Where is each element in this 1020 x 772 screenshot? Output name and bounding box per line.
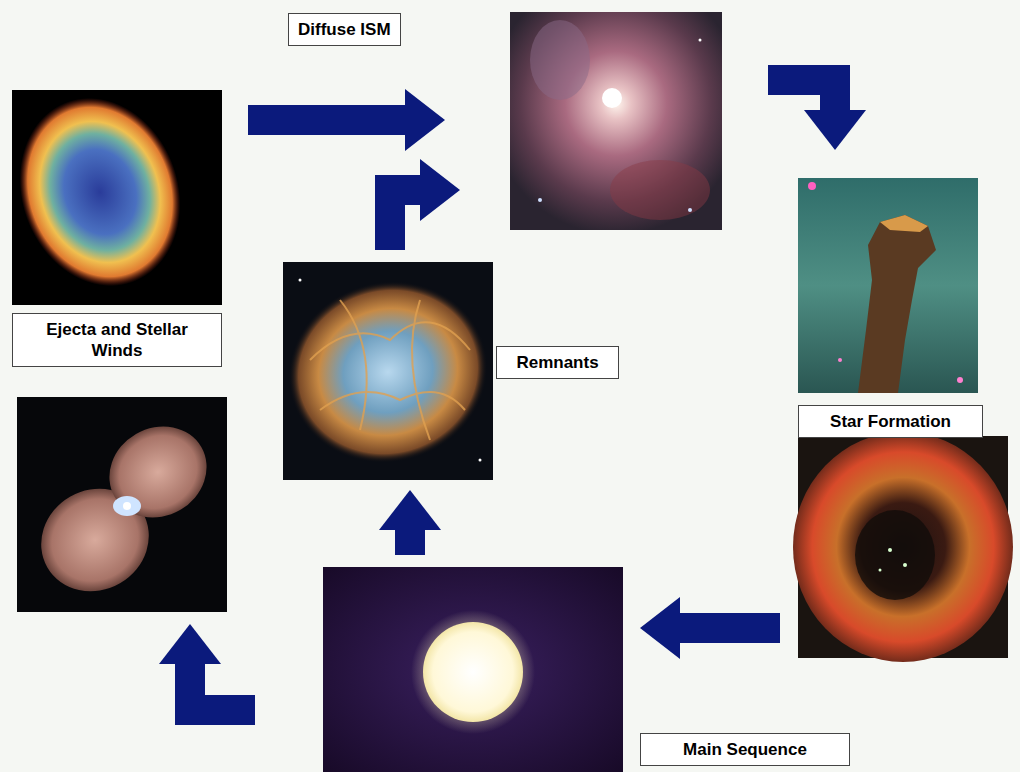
stage-label: Diffuse ISM	[288, 13, 401, 46]
cycle-arrow	[159, 624, 255, 710]
stage-node: Remnants	[283, 262, 493, 480]
arrow-head	[159, 624, 221, 664]
stage-label: Ejecta and Stellar Winds	[12, 313, 222, 367]
arrow-body	[680, 613, 780, 643]
arrow-head	[804, 110, 866, 150]
arrow-body	[390, 190, 420, 250]
arrow-head	[405, 89, 445, 151]
stage-label: Star Formation	[798, 405, 983, 438]
stage-node: Diffuse ISM	[510, 12, 722, 230]
cycle-arrow	[768, 80, 866, 150]
cycle-arrow	[390, 159, 460, 250]
cycle-arrow	[379, 490, 441, 555]
arrow-body	[190, 664, 255, 710]
stage-node: Main Sequence	[323, 567, 623, 772]
stage-label: Remnants	[496, 346, 619, 379]
arrow-body	[248, 105, 405, 135]
stage-node: Ejecta and Stellar Winds	[12, 90, 227, 612]
arrow-body	[768, 80, 835, 110]
cycle-arrow	[640, 597, 780, 659]
cycle-arrow	[248, 89, 445, 151]
arrow-head	[379, 490, 441, 530]
arrow-head	[420, 159, 460, 221]
stage-node: Star Formation	[798, 178, 1008, 658]
stage-label: Main Sequence	[640, 733, 850, 766]
arrow-head	[640, 597, 680, 659]
arrow-body	[395, 530, 425, 555]
